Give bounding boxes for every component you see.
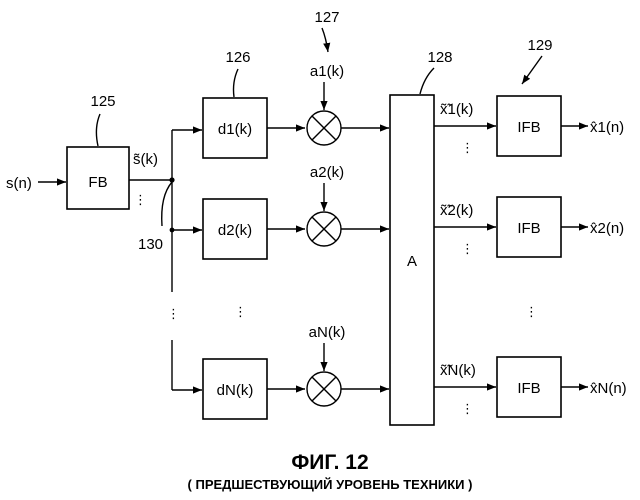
fb-output-label: s̃(k) (133, 151, 158, 168)
delay-block-2-label: d2(k) (218, 222, 252, 239)
figure-subtitle: ( ПРЕДШЕСТВУЮЩИЙ УРОВЕНЬ ТЕХНИКИ ) (188, 477, 473, 492)
delay-block-n-label: dN(k) (217, 382, 254, 399)
fb-block-label: FB (88, 174, 107, 191)
delay-ref-leader (234, 69, 239, 97)
weight-1-label: a1(k) (310, 63, 344, 80)
node-ref-number: 130 (138, 236, 163, 253)
ifb-block-n-label: IFB (517, 380, 540, 397)
delay-block-1-label: d1(k) (218, 121, 252, 138)
mixed-1-ellipsis: ⋮ (461, 140, 474, 155)
ifb-ref-leader (522, 56, 542, 84)
delay-ellipsis: ⋮ (234, 304, 247, 319)
figure-title: ФИГ. 12 (291, 451, 368, 474)
multiplier-n (307, 372, 341, 406)
weight-n-label: aN(k) (309, 324, 346, 341)
output-1-label: x̂1(n) (590, 119, 624, 136)
multiplier-1 (307, 111, 341, 145)
mixed-n-ellipsis: ⋮ (461, 401, 474, 416)
weight-2-label: a2(k) (310, 164, 344, 181)
matrix-ref-leader (420, 68, 434, 94)
input-signal-label: s(n) (6, 175, 32, 192)
mixed-1-label: x̃̃1(k) (440, 101, 473, 118)
mixed-2-label: x̃̃2(k) (440, 202, 473, 219)
ifb-ellipsis: ⋮ (525, 304, 538, 319)
ifb-block-1-label: IFB (517, 119, 540, 136)
matrix-ref-number: 128 (427, 49, 452, 66)
weight-ref-leader (322, 28, 328, 52)
mixed-n-label: x̃̃N(k) (440, 362, 476, 379)
mixed-2-ellipsis: ⋮ (461, 241, 474, 256)
matrix-block-label: A (407, 253, 417, 270)
fb-ref-leader (96, 114, 100, 146)
fb-ref-number: 125 (90, 93, 115, 110)
fb-output-ellipsis: ⋮ (134, 192, 147, 207)
output-n-label: x̂N(n) (590, 380, 627, 397)
output-2-label: x̂2(n) (590, 220, 624, 237)
ifb-ref-number: 129 (527, 37, 552, 54)
ifb-block-2-label: IFB (517, 220, 540, 237)
weight-ref-number: 127 (314, 9, 339, 26)
multiplier-2 (307, 212, 341, 246)
node-ref-leader (162, 182, 172, 226)
bus-ellipsis: ⋮ (167, 306, 180, 321)
delay-ref-number: 126 (225, 49, 250, 66)
